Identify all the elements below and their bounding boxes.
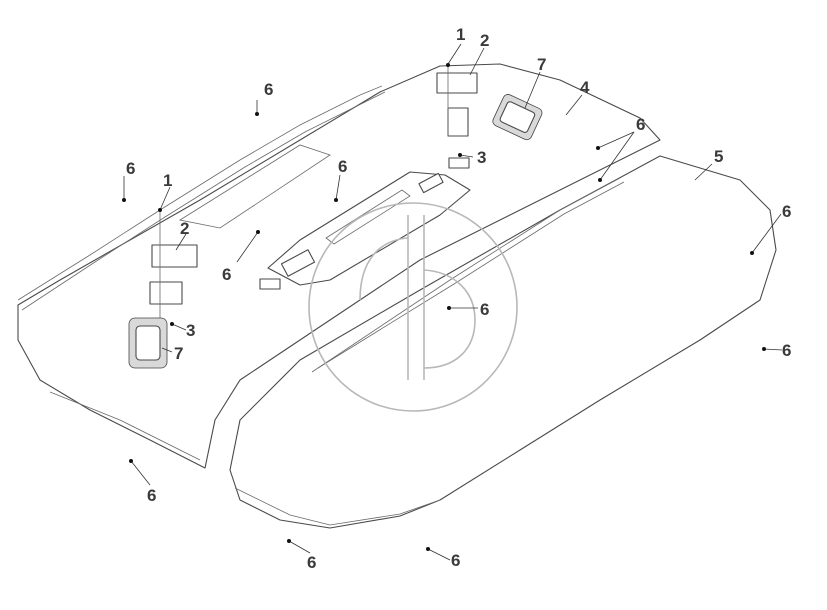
callout-2-lower: 2 <box>180 219 189 238</box>
callout-6-right-rear: 6 <box>782 341 791 360</box>
callout-3-upper: 3 <box>477 148 486 167</box>
speaker-grille-upper <box>492 94 543 141</box>
sunroof-recess <box>178 144 331 229</box>
callout-7-upper: 7 <box>537 55 546 74</box>
callout-6-bottom-left: 6 <box>147 486 156 505</box>
panel-seam <box>311 177 621 373</box>
rear-trim-left <box>49 391 201 461</box>
callout-labels: 1 2 7 4 6 6 3 5 6 6 1 2 6 6 6 3 7 6 6 6 … <box>126 25 791 572</box>
callout-6-right-edge: 6 <box>782 202 791 221</box>
callout-6-bottom-right: 6 <box>451 551 460 570</box>
callout-6-bottom-mid: 6 <box>307 553 316 572</box>
fastener-dots <box>122 63 766 551</box>
callout-6-seam: 6 <box>636 115 645 134</box>
callout-6-center: 6 <box>480 300 489 319</box>
rear-trim-right <box>234 487 441 526</box>
headliner-panel-right <box>229 155 777 529</box>
pad-3-lower <box>259 278 281 290</box>
callout-7-lower: 7 <box>174 344 183 363</box>
callout-5: 5 <box>714 147 723 166</box>
callout-1-lower: 1 <box>163 171 172 190</box>
console-switch <box>418 172 444 194</box>
visor-clip-upper <box>436 66 478 137</box>
front-trim-strip-inner <box>21 91 386 311</box>
callout-6-trim: 6 <box>264 80 273 99</box>
front-trim-strip <box>17 85 383 301</box>
console-lamp <box>280 249 316 277</box>
watermark-logo <box>308 202 518 412</box>
callout-1-upper: 1 <box>456 25 465 44</box>
callout-6-sunroof: 6 <box>222 265 231 284</box>
callout-6-console: 6 <box>338 157 347 176</box>
pad-3-upper <box>448 157 470 169</box>
callout-4: 4 <box>580 78 590 97</box>
panel-seam-inner <box>317 181 625 369</box>
speaker-grille-lower <box>128 317 168 369</box>
leader-lines <box>123 43 783 561</box>
callout-3-lower: 3 <box>186 321 195 340</box>
visor-clip-lower <box>149 212 198 320</box>
overhead-console <box>267 171 471 286</box>
callout-6-left-trim: 6 <box>126 159 135 178</box>
callout-2-upper: 2 <box>480 31 489 50</box>
